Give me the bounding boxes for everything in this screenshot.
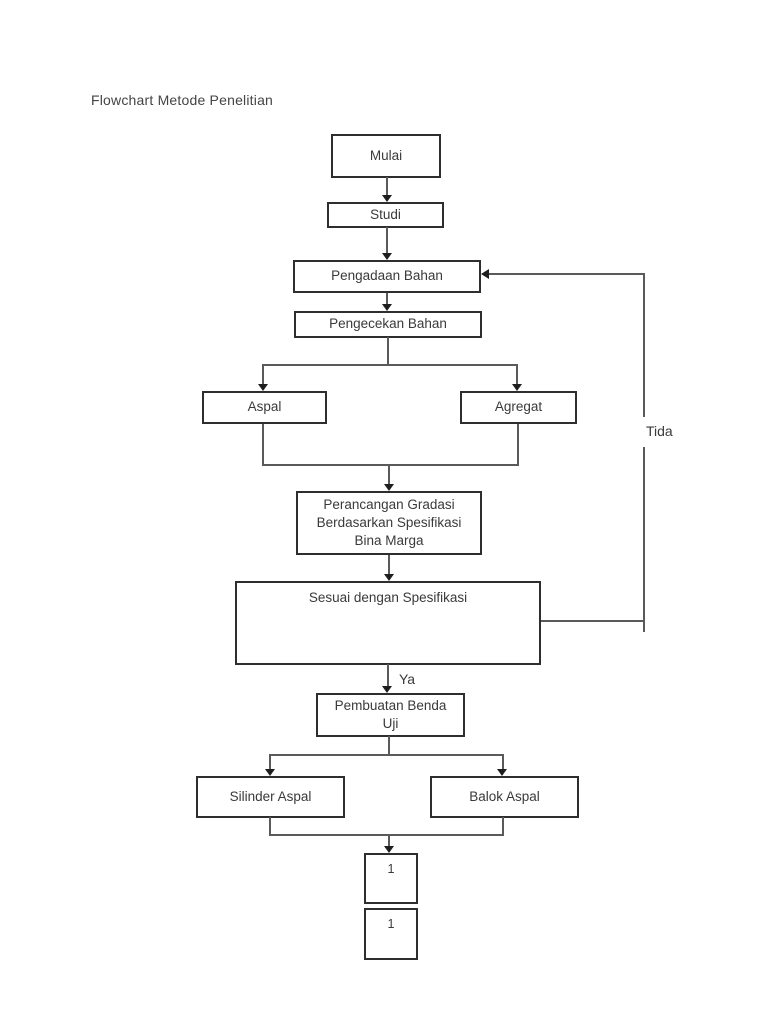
node-pengecekan-bahan: Pengecekan Bahan <box>294 311 482 338</box>
connector-silinder-merge <box>269 817 271 836</box>
page-title: Flowchart Metode Penelitian <box>91 92 274 108</box>
node-pengadaan-bahan: Pengadaan Bahan <box>293 260 481 293</box>
node-perancangan-gradasi: Perancangan Gradasi Berdasarkan Spesifik… <box>296 491 482 555</box>
connector-merge-to-1 <box>388 836 390 848</box>
connector-split-bar-bottom <box>269 754 504 756</box>
connector-balok-merge <box>502 817 504 836</box>
arrowhead-into-agregat <box>512 384 522 391</box>
connector-merge-bar-bottom <box>269 834 504 836</box>
arrowhead-into-pengecekan <box>382 304 392 311</box>
node-silinder-aspal: Silinder Aspal <box>196 776 345 818</box>
connector-pengadaan-pengecekan <box>386 293 388 306</box>
connector-sesuai-pembuatan <box>387 664 389 688</box>
arrowhead-into-silinder <box>265 769 275 776</box>
arrowhead-into-pengadaan <box>382 253 392 260</box>
connector-split-bar-top <box>262 364 518 366</box>
connector-merge-perancangan <box>388 466 390 486</box>
arrowhead-into-pembuatan <box>382 686 392 693</box>
node-balok-aspal: Balok Aspal <box>430 776 579 818</box>
node-connector-1a: 1 <box>364 853 418 904</box>
node-agregat: Agregat <box>460 391 577 424</box>
connector-pengecekan-split <box>387 337 389 366</box>
arrowhead-into-balok <box>497 769 507 776</box>
connector-split-to-balok <box>502 756 504 771</box>
edge-label-ya: Ya <box>397 671 418 687</box>
connector-feedback-bottom <box>541 620 645 622</box>
connector-aspal-merge <box>262 424 264 466</box>
connector-feedback-vertical-lower <box>643 447 645 632</box>
connector-pembuatan-split <box>388 736 390 756</box>
connector-split-to-aspal <box>262 366 264 386</box>
arrowhead-into-perancangan <box>384 484 394 491</box>
arrowhead-into-sesuai <box>384 574 394 581</box>
arrowhead-into-connector-1 <box>384 846 394 853</box>
connector-merge-bar <box>262 464 519 466</box>
arrowhead-feedback-into-pengadaan <box>481 269 489 279</box>
connector-feedback-top <box>489 273 645 275</box>
node-connector-1b: 1 <box>364 908 418 960</box>
connector-perancangan-sesuai <box>388 555 390 576</box>
connector-agregat-merge <box>517 424 519 466</box>
connector-feedback-vertical-upper <box>643 274 645 417</box>
connector-mulai-studi <box>386 177 388 197</box>
node-sesuai-spesifikasi: Sesuai dengan Spesifikasi <box>235 581 541 665</box>
edge-label-tida: Tida <box>644 423 675 439</box>
node-studi: Studi <box>327 202 444 228</box>
node-pembuatan-benda-uji: Pembuatan Benda Uji <box>316 693 465 737</box>
connector-split-to-agregat <box>516 366 518 386</box>
arrowhead-into-studi <box>382 195 392 202</box>
node-aspal: Aspal <box>202 391 327 424</box>
connector-split-to-silinder <box>269 756 271 771</box>
node-mulai: Mulai <box>331 134 441 178</box>
arrowhead-into-aspal <box>258 384 268 391</box>
connector-studi-pengadaan <box>386 227 388 255</box>
